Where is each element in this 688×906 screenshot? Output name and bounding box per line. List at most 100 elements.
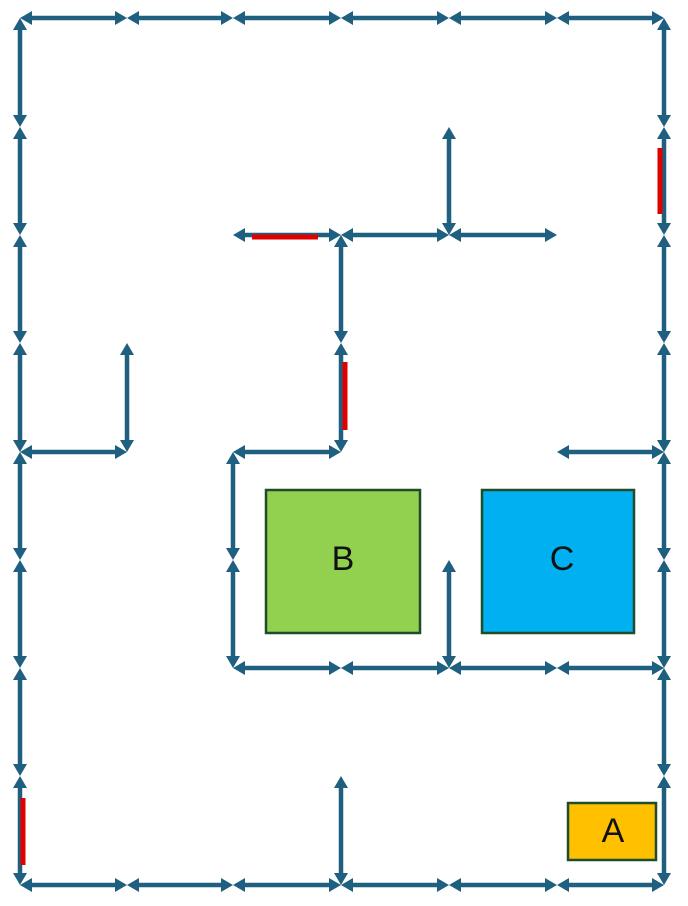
- double-arrow: [657, 127, 671, 235]
- arrow-head: [334, 776, 348, 788]
- arrow-head: [13, 452, 27, 464]
- double-arrow: [120, 343, 134, 452]
- double-arrow: [442, 127, 456, 235]
- double-arrow: [334, 343, 348, 452]
- double-arrow: [657, 343, 671, 452]
- double-arrow: [557, 661, 664, 675]
- arrow-head: [545, 661, 557, 675]
- double-arrow: [657, 235, 671, 343]
- double-arrow: [341, 661, 449, 675]
- box-a: A: [566, 801, 658, 862]
- arrow-head: [13, 235, 27, 247]
- arrow-head: [442, 223, 456, 235]
- arrow-head: [13, 127, 27, 139]
- arrow-head: [657, 115, 671, 127]
- double-arrow: [657, 776, 671, 885]
- double-arrow: [557, 11, 664, 25]
- double-arrow: [226, 560, 240, 668]
- arrow-head: [221, 878, 233, 892]
- arrow-head: [221, 11, 233, 25]
- arrow-head: [442, 656, 456, 668]
- arrow-head: [652, 661, 664, 675]
- double-arrow: [13, 668, 27, 776]
- box-a-label: A: [602, 812, 625, 850]
- arrow-head: [341, 11, 353, 25]
- arrow-head: [657, 127, 671, 139]
- double-arrow: [20, 445, 127, 459]
- arrow-head: [545, 11, 557, 25]
- double-arrow: [13, 452, 27, 560]
- double-arrow: [127, 11, 233, 25]
- arrow-head: [329, 445, 341, 459]
- arrow-head: [557, 661, 569, 675]
- arrow-head: [233, 11, 245, 25]
- arrow-head: [115, 878, 127, 892]
- arrow-head: [13, 331, 27, 343]
- arrow-head: [329, 661, 341, 675]
- double-arrow: [449, 228, 557, 242]
- double-arrow: [657, 18, 671, 127]
- arrow-head: [657, 440, 671, 452]
- arrow-head: [442, 127, 456, 139]
- arrow-head: [449, 661, 461, 675]
- double-arrow: [13, 235, 27, 343]
- box-c: C: [480, 488, 636, 635]
- double-arrow: [233, 661, 341, 675]
- double-arrow: [449, 11, 557, 25]
- arrow-head: [652, 11, 664, 25]
- arrow-head: [233, 445, 245, 459]
- arrow-head: [329, 11, 341, 25]
- arrow-head: [557, 11, 569, 25]
- double-arrow: [13, 18, 27, 127]
- arrow-head: [115, 445, 127, 459]
- arrow-head: [226, 548, 240, 560]
- arrow-head: [13, 115, 27, 127]
- arrow-head: [657, 18, 671, 30]
- arrow-head: [13, 18, 27, 30]
- arrow-head: [557, 878, 569, 892]
- arrow-head: [657, 668, 671, 680]
- double-arrow: [657, 668, 671, 776]
- arrow-head: [442, 560, 456, 572]
- arrow-head: [657, 331, 671, 343]
- arrow-head: [20, 11, 32, 25]
- arrow-head: [334, 440, 348, 452]
- arrow-head: [20, 878, 32, 892]
- arrow-head: [657, 560, 671, 572]
- arrow-head: [657, 452, 671, 464]
- arrow-head: [334, 873, 348, 885]
- arrow-head: [233, 661, 245, 675]
- path-arrows: [13, 11, 671, 892]
- arrow-head: [13, 548, 27, 560]
- double-arrow: [657, 560, 671, 668]
- arrow-head: [437, 878, 449, 892]
- box-b-rect: [264, 488, 422, 635]
- blocked-segments: [20, 148, 663, 865]
- arrow-head: [657, 873, 671, 885]
- arrow-head: [226, 452, 240, 464]
- arrow-head: [233, 878, 245, 892]
- arrow-head: [545, 878, 557, 892]
- arrow-head: [657, 343, 671, 355]
- double-arrow: [226, 452, 240, 560]
- arrow-head: [13, 764, 27, 776]
- arrow-head: [226, 560, 240, 572]
- arrow-head: [226, 656, 240, 668]
- arrow-head: [449, 228, 461, 242]
- box-b-label: B: [332, 540, 355, 578]
- arrow-head: [652, 878, 664, 892]
- arrow-head: [127, 11, 139, 25]
- arrow-head: [13, 656, 27, 668]
- arrow-head: [557, 445, 569, 459]
- arrow-head: [334, 235, 348, 247]
- double-arrow: [13, 776, 27, 885]
- double-arrow: [233, 445, 341, 459]
- arrow-head: [13, 440, 27, 452]
- arrow-head: [449, 878, 461, 892]
- arrow-head: [449, 11, 461, 25]
- arrow-head: [120, 343, 134, 355]
- double-arrow: [233, 878, 341, 892]
- arrow-head: [437, 661, 449, 675]
- arrow-head: [657, 235, 671, 247]
